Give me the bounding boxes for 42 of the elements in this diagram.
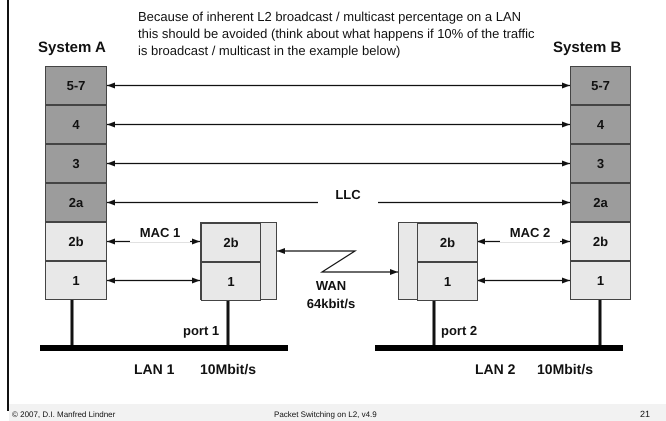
layer-cell: 2b	[201, 223, 261, 262]
layer-cell: 2b	[417, 223, 478, 262]
bus-drop-line	[598, 300, 602, 345]
lan-name: LAN 1	[134, 362, 174, 377]
layer-cell: 4	[45, 105, 107, 144]
layer-cell: 1	[201, 262, 261, 301]
footer-text: © 2007, D.I. Manfred Lindner	[12, 409, 116, 421]
arrow	[107, 278, 200, 284]
layer-cell: 1	[417, 262, 478, 301]
lan-bus	[40, 345, 288, 351]
layer-cell: 5-7	[570, 66, 631, 105]
bus-drop-line	[226, 300, 230, 345]
layer-cell: 3	[570, 144, 631, 183]
port-label: port 1	[183, 323, 220, 338]
layer-cell: 3	[45, 144, 107, 183]
lan-bus	[375, 345, 623, 351]
bit-rate: 10Mbit/s	[537, 362, 594, 377]
system-heading: System B	[553, 40, 622, 55]
arrow	[107, 122, 570, 128]
page-number: 21	[640, 408, 650, 421]
footer-text: Packet Switching on L2, v4.9	[274, 409, 377, 421]
arrow	[107, 82, 570, 88]
layer-cell: 2b	[45, 222, 107, 261]
wan-link	[277, 248, 398, 275]
layer-cell: 4	[570, 105, 631, 144]
bus-drop-line	[432, 300, 436, 345]
arrow	[477, 278, 570, 284]
layer-cell: 1	[570, 261, 631, 300]
layer-cell: 5-7	[45, 66, 107, 105]
lan-name: LAN 2	[475, 362, 516, 377]
port-label: port 2	[441, 323, 478, 338]
layer-cell: 1	[45, 261, 107, 300]
layer-cell: 2b	[570, 222, 631, 261]
title-text: Because of inherent L2 broadcast / multicast percentage on a LAN this should be avoided (think about what happens if 10% of the traffic is broadcast / multicast in the example below)	[138, 8, 536, 59]
layer-cell: 2a	[570, 183, 631, 222]
bridge-box	[398, 222, 477, 300]
bus-drop-line	[70, 300, 74, 345]
bit-rate: 10Mbit/s	[200, 362, 256, 377]
system-heading: System A	[38, 40, 106, 55]
layer-cell: 2a	[45, 183, 107, 222]
arrow	[107, 160, 570, 166]
bridge-box	[200, 222, 277, 300]
